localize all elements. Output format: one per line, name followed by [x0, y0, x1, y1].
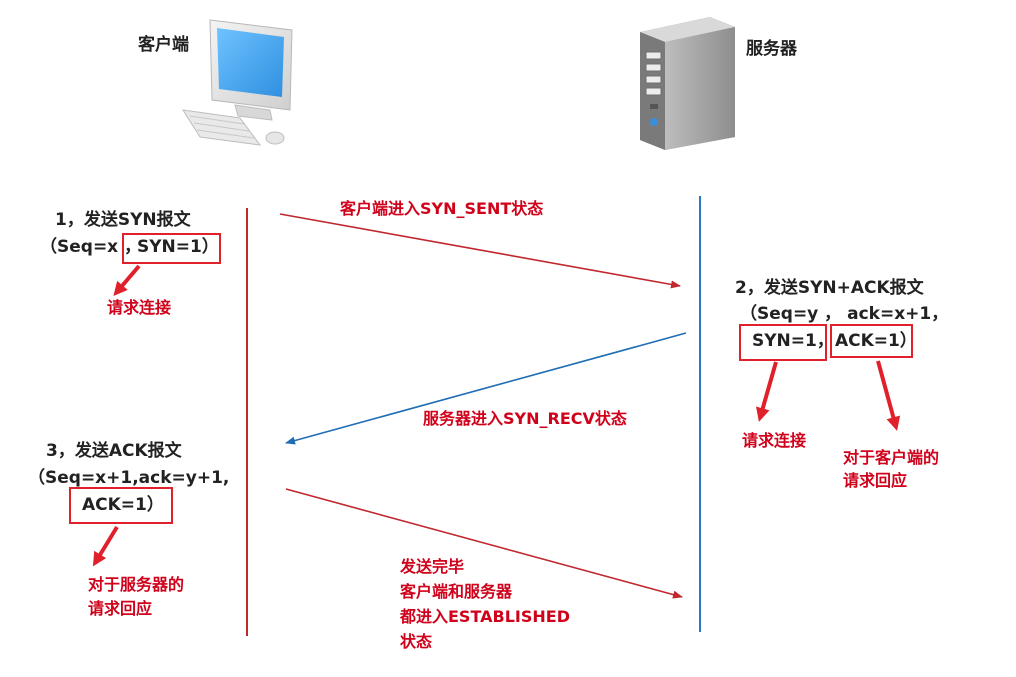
syn-arrow — [279, 213, 681, 289]
ack-arrow — [285, 488, 683, 599]
arrow1-label: 客户端进入SYN_SENT状态 — [340, 199, 544, 218]
step3-ack: ACK=1） — [82, 495, 164, 515]
step2-syn-note: 请求连接 — [742, 431, 807, 450]
step2-syn-note-arrow — [756, 361, 778, 422]
step2-title: 2，发送SYN+ACK报文 — [735, 278, 924, 298]
step3-note-arrow — [92, 525, 119, 567]
arrow3-label-line1: 发送完毕 — [400, 557, 465, 576]
step2-syn: SYN=1， — [752, 331, 834, 351]
arrow2-label: 服务器进入SYN_RECV状态 — [423, 409, 627, 428]
step3-title: 3，发送ACK报文 — [46, 441, 182, 461]
client-computer-icon — [182, 19, 293, 146]
step2-ack-note-arrow — [876, 360, 901, 431]
syn-ack-arrow — [285, 332, 687, 445]
step3-ack-highlight — [69, 487, 173, 524]
step2-ack-note-line2: 请求回应 — [843, 471, 908, 490]
step1-params: （Seq=x ， — [40, 237, 142, 257]
arrow3-label-line2: 客户端和服务器 — [400, 582, 513, 601]
step3-note-line2: 请求回应 — [88, 599, 153, 618]
step1-syn: SYN=1） — [137, 237, 219, 257]
step1-note-arrow — [113, 264, 141, 297]
server-tower-icon — [640, 17, 735, 150]
server-label: 服务器 — [746, 39, 797, 59]
step2-ack-note-line1: 对于客户端的 — [843, 448, 940, 467]
step2-params: （Seq=y ， ack=x+1， — [740, 304, 949, 324]
step3-params: （Seq=x+1,ack=y+1, — [28, 468, 230, 488]
arrow3-label-line4: 状态 — [400, 632, 433, 651]
client-label: 客户端 — [138, 35, 189, 55]
arrow3-label-line3: 都进入ESTABLISHED — [400, 607, 570, 626]
step1-note: 请求连接 — [107, 298, 172, 317]
step1-title: 1，发送SYN报文 — [55, 210, 191, 230]
step2-syn-highlight — [739, 324, 827, 361]
step3-note-line1: 对于服务器的 — [88, 575, 185, 594]
step2-ack-highlight — [830, 324, 913, 358]
step2-ack: ACK=1） — [835, 331, 917, 351]
step1-syn-highlight — [122, 233, 221, 264]
